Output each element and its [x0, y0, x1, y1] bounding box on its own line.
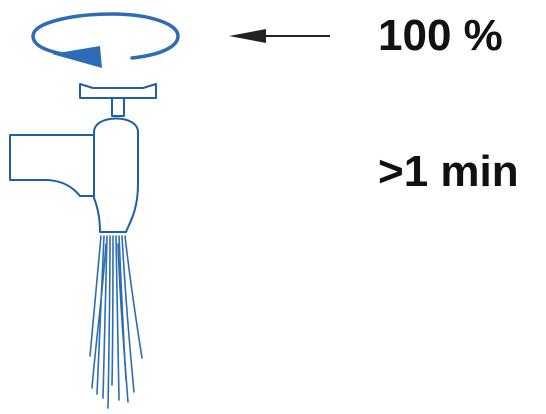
faucet-icon: [9, 83, 157, 233]
duration-label: >1 min: [378, 147, 519, 196]
valve-opening-label: 100 %: [378, 11, 503, 60]
water-stream-icon: [89, 235, 143, 409]
rotate-open-arrow-icon: [31, 12, 180, 68]
left-arrow-icon: [229, 29, 330, 43]
